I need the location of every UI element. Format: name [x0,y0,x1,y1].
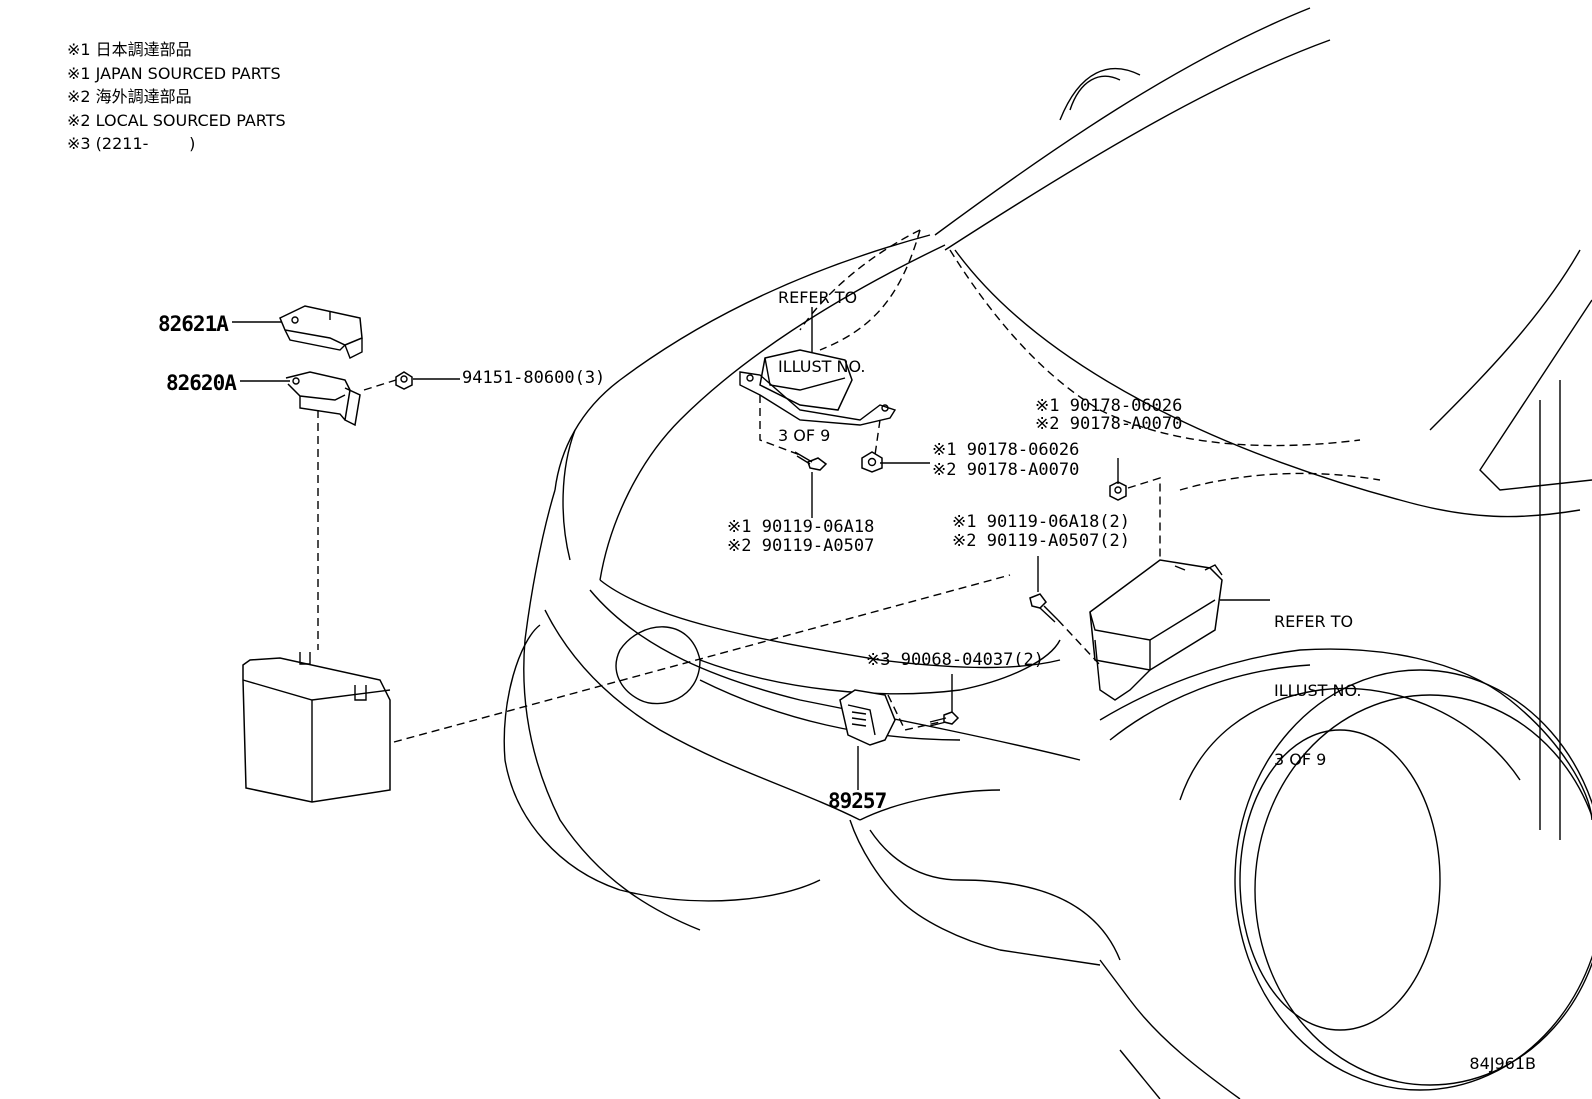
legend-line-3: ※2 海外調達部品 [67,87,192,106]
vehicle-outline [503,7,1592,1099]
junction-box-drawing [1089,559,1223,701]
legend-line-5: ※3 (2211- ) [67,134,196,153]
part-label-nut-right-2[interactable]: ※2 90178-A0070 [1035,414,1183,434]
part-label-bolt-mid-2[interactable]: ※2 90119-A0507 [727,536,875,556]
nut-94151-drawing [395,371,413,390]
sensor-89257-drawing [839,689,896,746]
connection-lines [317,379,1161,743]
upper-module-drawing [739,349,897,426]
part-label-89257[interactable]: 89257 [828,789,887,813]
part-label-82621a[interactable]: 82621A [158,312,229,336]
legend-line-4: ※2 LOCAL SOURCED PARTS [67,110,286,130]
refer-right-line-1: REFER TO [1274,612,1354,631]
refer-right-line-3: 3 OF 9 [1274,750,1327,769]
bolt-middle-drawing [794,451,828,471]
refer-right-line-2: ILLUST NO. [1274,681,1362,700]
refer-top-line-2: ILLUST NO. [778,357,866,376]
part-label-nut-mid-2[interactable]: ※2 90178-A0070 [932,460,1080,480]
part-label-nut-right-1[interactable]: ※1 90178-06026 [1035,396,1183,416]
battery-drawing [242,652,391,803]
legend-line-1: ※1 日本調達部品 [67,40,192,59]
refer-note-right: REFER TO ILLUST NO. 3 OF 9 [1274,564,1361,794]
bracket-82621a-drawing [279,305,363,359]
part-label-nut-mid-1[interactable]: ※1 90178-06026 [932,440,1080,460]
nut-middle-drawing [861,451,883,473]
legend: ※1 日本調達部品 ※1 JAPAN SOURCED PARTS ※2 海外調達… [67,38,286,156]
refer-top-line-3: 3 OF 9 [778,426,831,445]
drawing-code: 84J961B [1469,1054,1536,1073]
bracket-82620a-drawing [285,371,361,427]
refer-note-top: REFER TO ILLUST NO. 3 OF 9 [778,240,865,470]
nut-right-drawing [1109,481,1127,501]
bolt-low-drawing [929,711,960,727]
part-label-bolt-mid-1[interactable]: ※1 90119-06A18 [727,517,875,537]
legend-line-2: ※1 JAPAN SOURCED PARTS [67,63,281,83]
part-label-bolt-right-2[interactable]: ※2 90119-A0507(2) [952,531,1131,551]
part-label-82620a[interactable]: 82620A [166,371,237,395]
bolt-right-drawing [1029,593,1059,623]
part-label-bolt-low[interactable]: ※3 90068-04037(2) [866,650,1045,670]
refer-top-line-1: REFER TO [778,288,858,307]
leader-lines [232,307,1270,790]
part-label-bolt-right-1[interactable]: ※1 90119-06A18(2) [952,512,1131,532]
part-label-94151[interactable]: 94151-80600(3) [462,368,606,388]
